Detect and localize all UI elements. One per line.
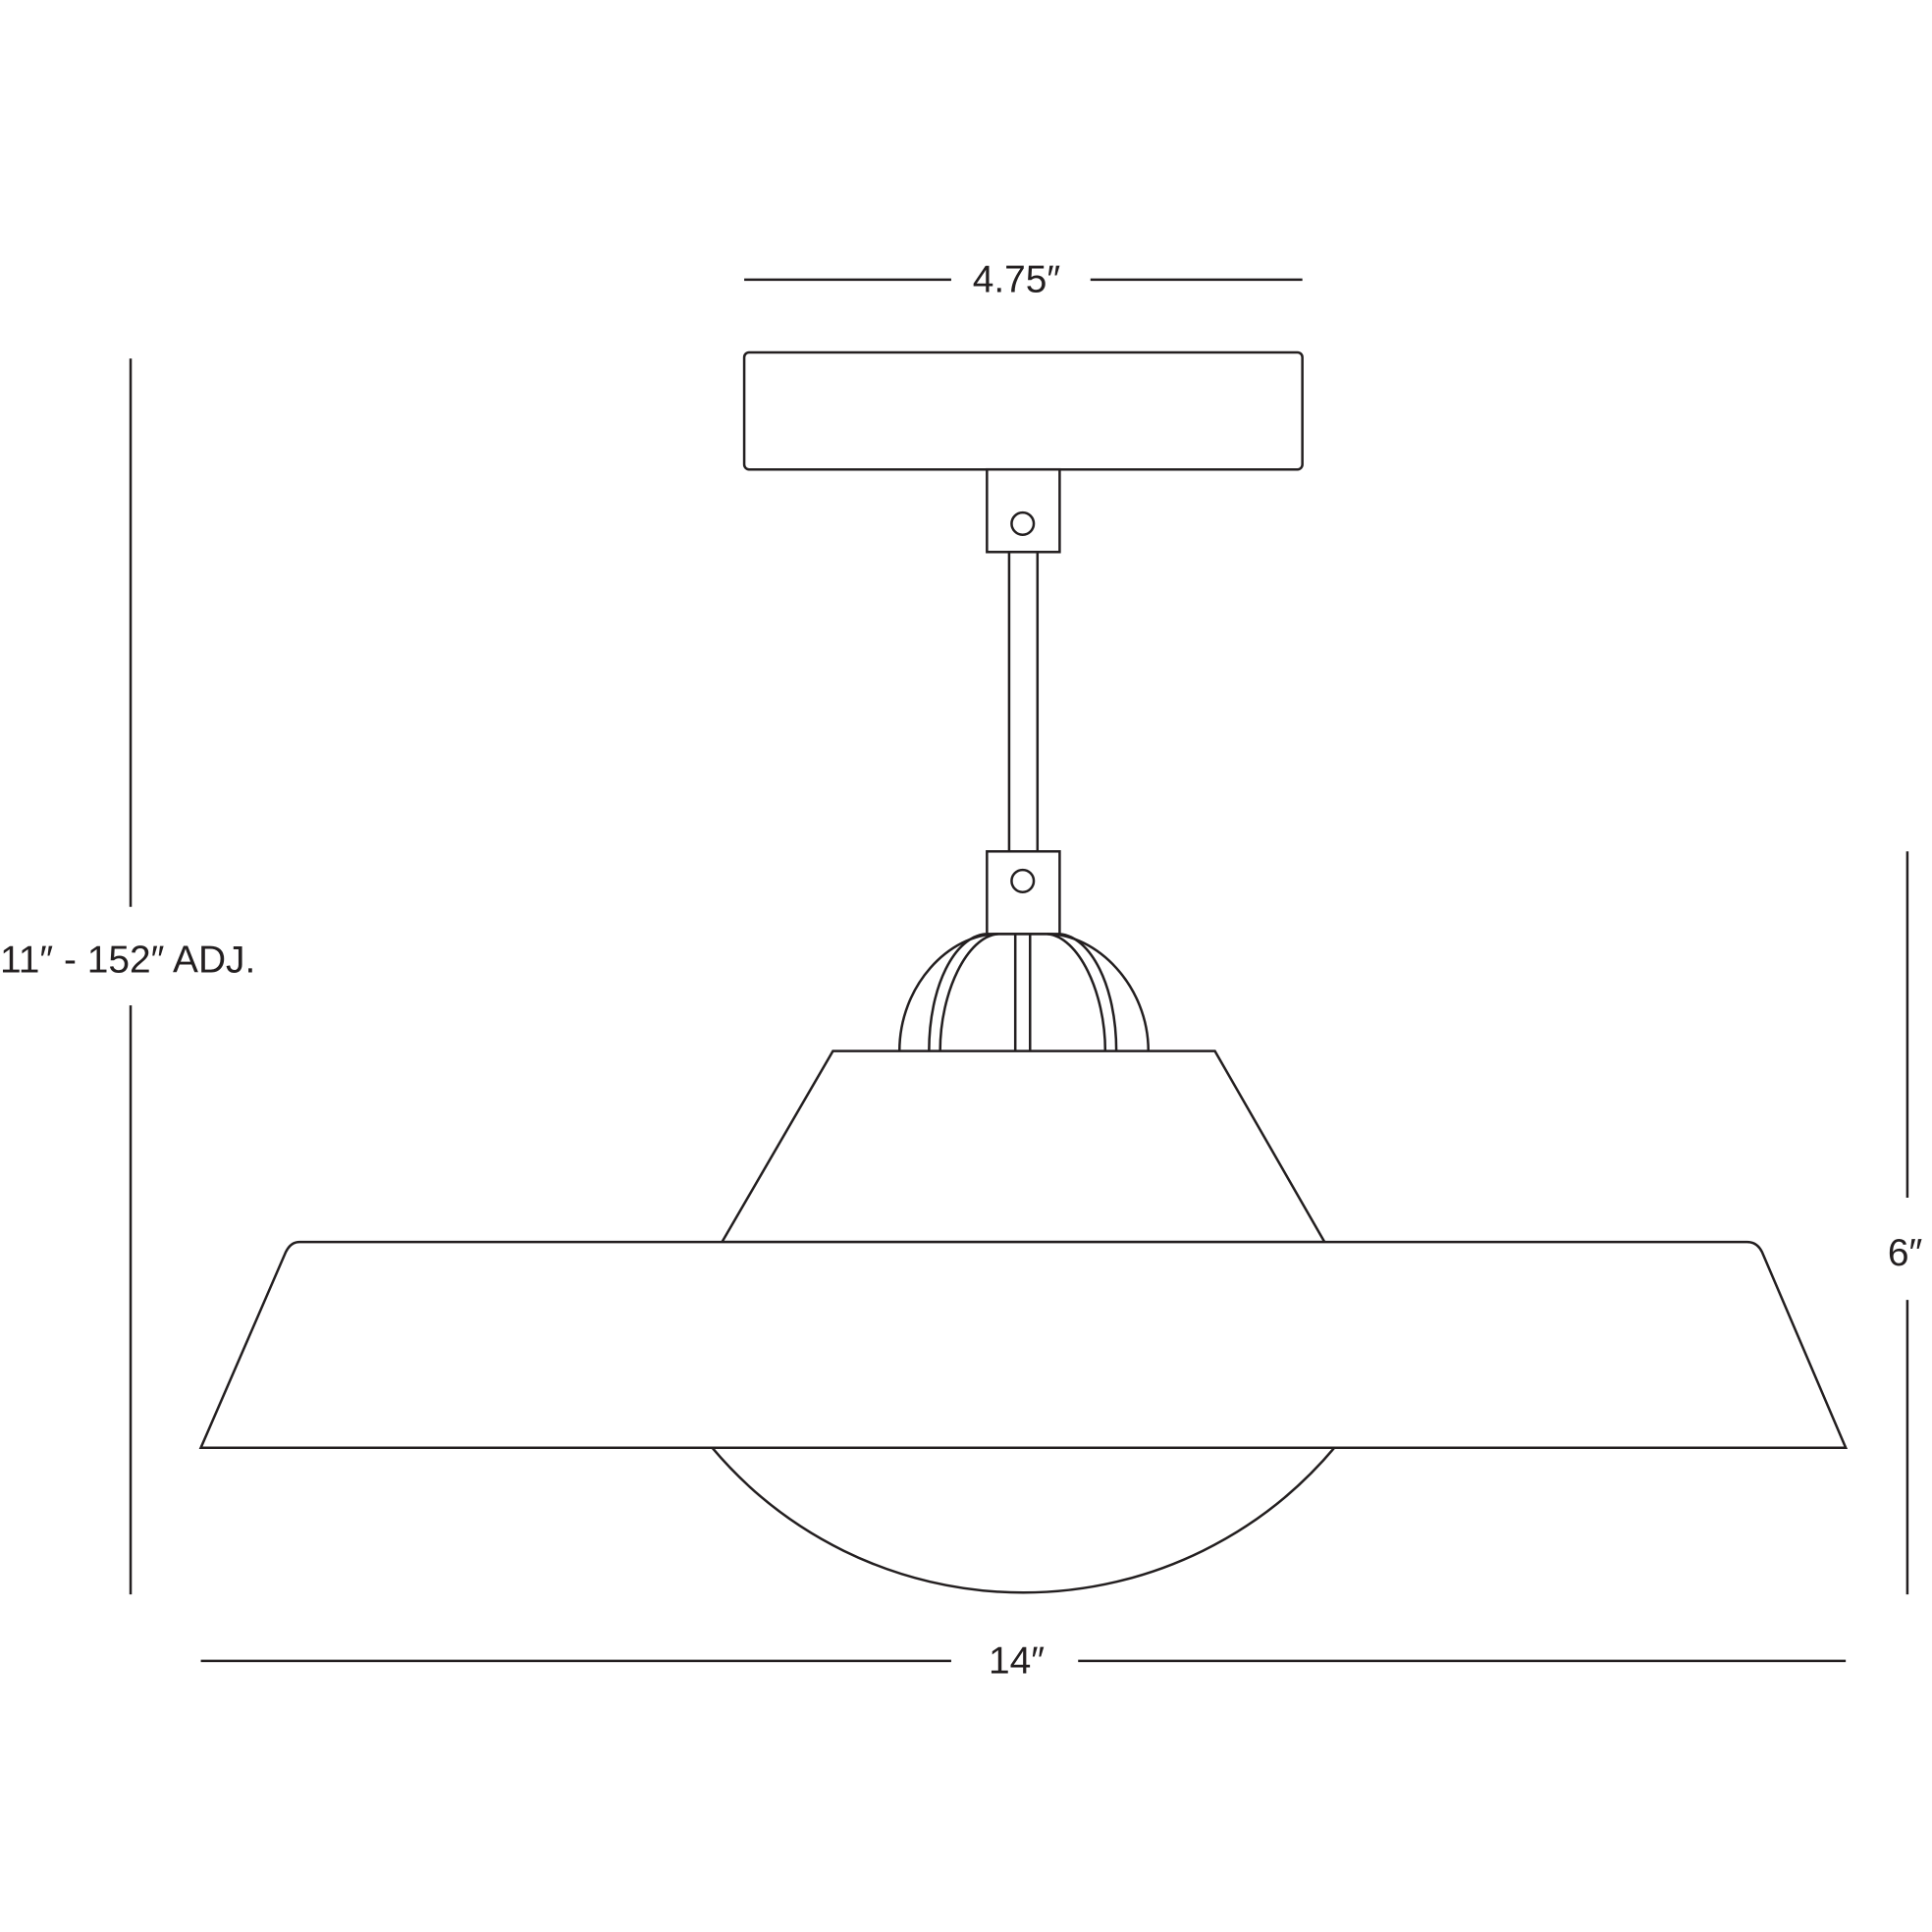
upper-clamp <box>986 467 1061 554</box>
overall-height-label: 11″ - 152″ ADJ. <box>0 939 255 981</box>
canopy <box>742 350 1304 471</box>
lower-screw <box>1010 868 1036 893</box>
shade-height-dimension: 6″ <box>1888 851 1923 1595</box>
canopy-width-dimension: 4.75″ <box>744 258 1303 300</box>
stem <box>1007 551 1040 853</box>
shade-width-dimension: 14″ <box>200 1639 1847 1682</box>
canopy-width-label: 4.75″ <box>973 258 1061 300</box>
main-shade <box>198 1240 1849 1449</box>
upper-screw <box>1010 510 1036 536</box>
shade-width-label: 14″ <box>989 1639 1045 1682</box>
shade-height-label: 6″ <box>1888 1232 1923 1274</box>
globe <box>711 1446 1336 1594</box>
upper-shade <box>720 1049 1327 1244</box>
overall-height-dimension: 11″ - 152″ ADJ. <box>0 358 255 1595</box>
socket-cage <box>897 933 1151 1051</box>
